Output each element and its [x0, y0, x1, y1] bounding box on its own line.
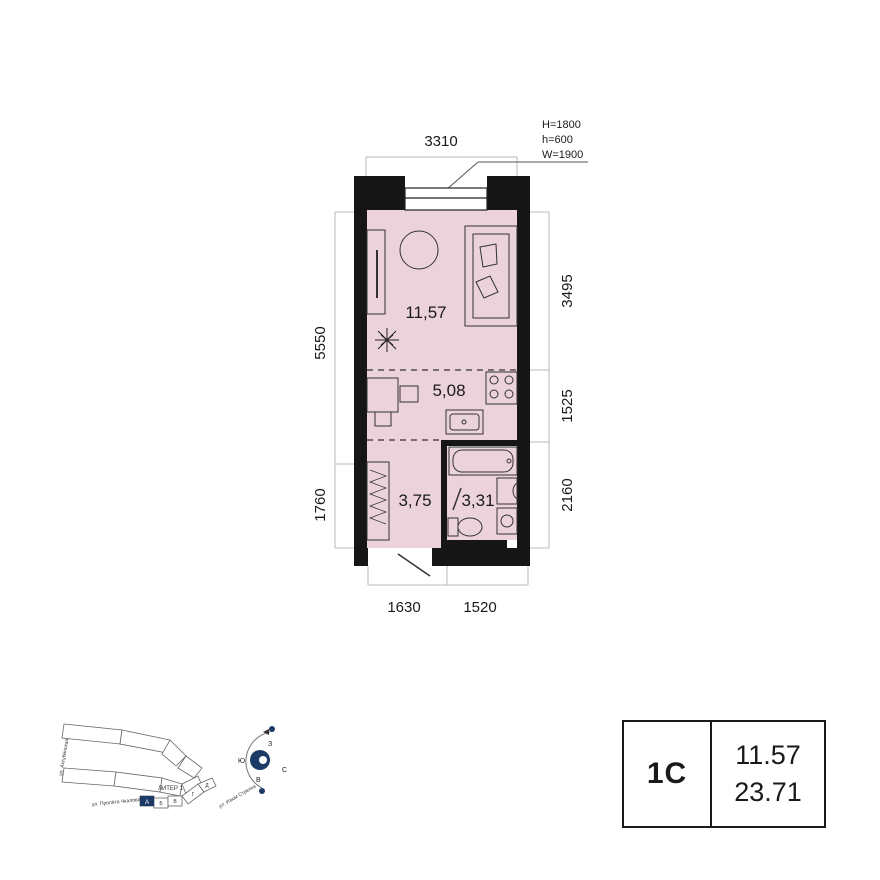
section-d-label: Д — [205, 783, 209, 789]
section-b-label: Б — [159, 801, 163, 807]
chair-icon — [399, 385, 419, 403]
walls — [354, 176, 530, 566]
site-buildings — [61, 723, 203, 797]
window-spec-height: H=1800 — [542, 119, 581, 131]
dim-right-bottom: 2160 — [559, 478, 576, 511]
apartment-type: 1С — [624, 722, 712, 826]
room-area-kitchen: 5,08 — [432, 381, 465, 400]
wardrobe-icon — [366, 461, 390, 541]
dim-left-total: 5550 — [312, 326, 329, 359]
toilet-icon — [447, 517, 483, 537]
tv-stand-icon — [366, 229, 386, 315]
compass-east: С — [282, 767, 287, 774]
street-label-2: ул. Пролёта Чкалова — [92, 797, 141, 808]
bathtub-icon — [448, 446, 518, 476]
window-spec-sill: h=600 — [542, 134, 573, 146]
section-v-label: В — [173, 799, 177, 805]
dim-bottom-left: 1630 — [387, 599, 420, 616]
compass-west: Ю — [238, 758, 245, 765]
section-a-label: А — [145, 800, 149, 806]
room-area-hall: 3,75 — [398, 491, 431, 510]
window-spec-width: W=1900 — [542, 149, 583, 161]
stove-icon — [485, 371, 518, 405]
total-area-value: 23.71 — [734, 777, 802, 807]
wash-basin-icon — [496, 477, 518, 505]
site-map: А Б В Г Д ЛИТЕР 1 ул. Ахтубинская ул. Пр… — [58, 723, 287, 810]
dimension-lines — [334, 156, 550, 586]
entrance-door-icon — [397, 553, 431, 577]
room-area-bathroom: 3,31 — [461, 491, 494, 510]
sun-icon — [259, 788, 265, 794]
sun-icon — [269, 726, 275, 732]
dim-right-middle: 1525 — [559, 389, 576, 422]
chair-icon — [374, 411, 392, 427]
window — [404, 187, 488, 211]
round-table-icon — [399, 230, 439, 270]
furniture — [366, 225, 518, 577]
living-area-value: 11.57 — [735, 740, 801, 770]
plant-icon — [375, 328, 399, 352]
apartment-areas: 11.57 23.71 — [712, 722, 824, 826]
dim-bottom-right: 1520 — [463, 599, 496, 616]
room-area-living: 11,57 — [405, 303, 446, 322]
kitchen-sink-icon — [445, 409, 484, 435]
sofa-icon — [464, 225, 518, 327]
washing-machine-icon — [496, 507, 518, 535]
section-g-label: Г — [192, 792, 195, 798]
current-section-marker — [140, 796, 154, 806]
dim-right-top: 3495 — [559, 274, 576, 307]
compass-south: В — [256, 777, 261, 784]
building-label: ЛИТЕР 1 — [158, 786, 184, 792]
compass-north: З — [268, 741, 272, 748]
zone-dividers — [367, 369, 517, 441]
compass: Ю З С В — [238, 726, 287, 794]
dim-left-bottom: 1760 — [312, 488, 329, 521]
bathroom-door-icon — [452, 487, 462, 511]
apartment-info-box: 1С 11.57 23.71 — [622, 720, 826, 828]
dim-top-width: 3310 — [424, 133, 457, 150]
window-spec-leader — [445, 161, 588, 191]
street-label-3: ул. Изюм Стрелка — [218, 784, 257, 810]
